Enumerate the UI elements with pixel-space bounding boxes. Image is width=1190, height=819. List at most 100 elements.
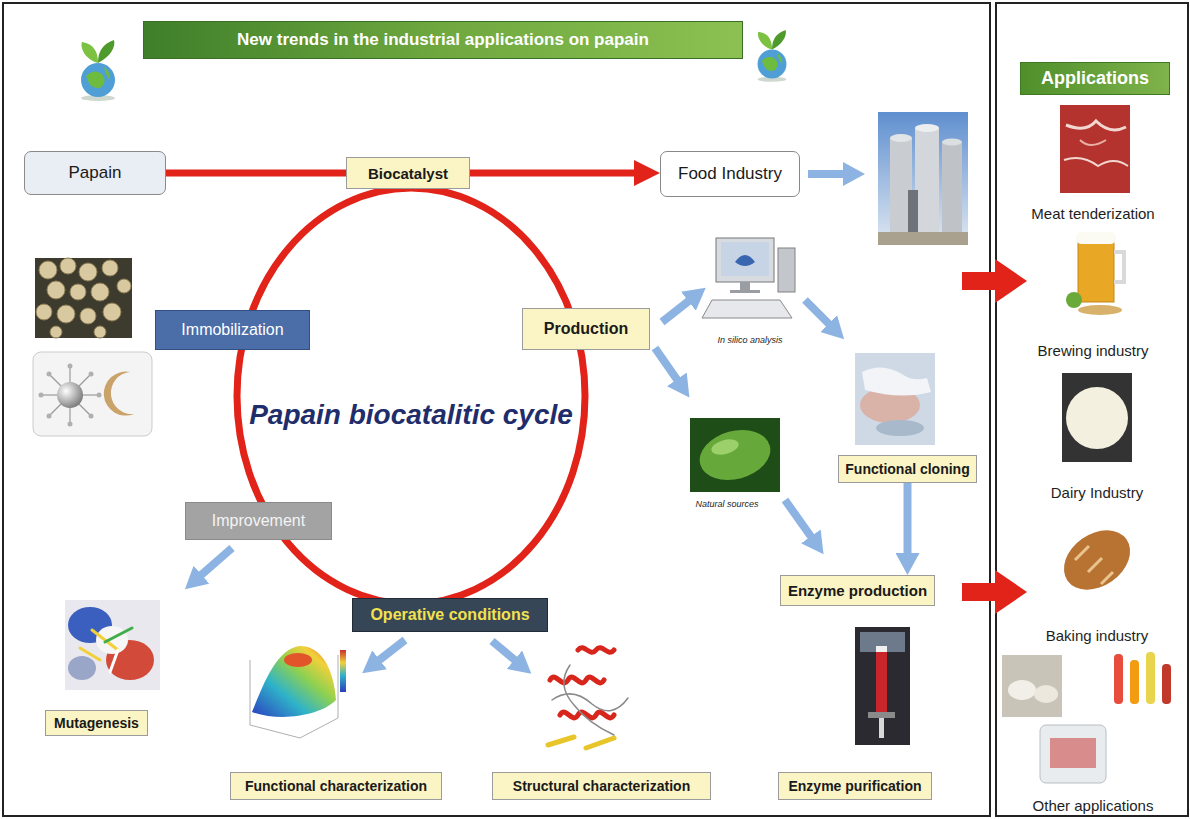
yeast-micrograph-part xyxy=(103,303,121,321)
purification-photo-part xyxy=(876,646,887,652)
nanoparticle-icon-part xyxy=(39,364,102,427)
box-label: Improvement xyxy=(212,512,305,530)
meat-photo-part xyxy=(1064,158,1128,166)
yeast-micrograph-part xyxy=(79,263,97,281)
nanoparticle-icon-part xyxy=(89,414,94,419)
protein-structure-part xyxy=(586,738,614,748)
nanoparticle-icon-part xyxy=(89,372,94,377)
beer-photo-part xyxy=(1078,305,1122,315)
panel-frame-part xyxy=(3,3,990,816)
cycle-circle: Papain biocatalitic cycle xyxy=(233,184,589,608)
box-label: Mutagenesis xyxy=(54,715,139,731)
other-applications-photos xyxy=(1002,652,1171,783)
cycle-title: Papain biocatalitic cycle xyxy=(246,397,576,432)
meat-photo xyxy=(1060,105,1130,193)
box-label: Structural characterization xyxy=(513,778,690,794)
response-surface-plot xyxy=(250,646,346,738)
other-applications-photos-part xyxy=(1162,664,1171,704)
mutagenesis-model-part xyxy=(110,650,118,672)
nanoparticle-icon-part xyxy=(97,393,102,398)
eco-globe-icon-part xyxy=(86,71,105,88)
yeast-micrograph-part xyxy=(36,304,52,320)
nanoparticle-icon-part xyxy=(68,422,73,427)
image-caption: In silico analysis xyxy=(717,335,782,345)
box-label: Production xyxy=(544,320,628,338)
yeast-micrograph-part xyxy=(57,305,75,323)
eco-globe-icon-part xyxy=(82,42,98,63)
protein-structure-part xyxy=(578,648,614,653)
response-surface-plot-part xyxy=(250,718,338,738)
nanoparticle-icon xyxy=(33,352,152,436)
beer-photo-part xyxy=(1066,292,1082,308)
response-surface-plot-part xyxy=(250,660,251,725)
computer-icon xyxy=(702,238,795,318)
nanoparticle-icon-part xyxy=(68,364,73,369)
eco-globe-icon-part xyxy=(762,57,778,71)
purification-photo xyxy=(855,627,910,745)
stage-box: Immobilization xyxy=(155,310,310,350)
yeast-micrograph-part xyxy=(39,261,57,279)
box-label: Applications xyxy=(1041,68,1149,89)
mutagenesis-model-part xyxy=(65,600,160,690)
box-label: Papain xyxy=(69,163,122,183)
eco-globe-icon-part xyxy=(81,63,115,97)
yeast-micrograph-part xyxy=(35,258,132,338)
yeast-micrograph xyxy=(35,258,132,338)
other-applications-photos-part xyxy=(1130,660,1139,704)
protein-structure-part xyxy=(564,665,614,735)
computer-icon-part xyxy=(716,238,774,282)
other-applications-photos-part xyxy=(1050,738,1096,768)
yeast-micrograph-part xyxy=(80,308,96,324)
process-box: Enzyme purification xyxy=(778,772,932,800)
box-label: Enzyme production xyxy=(788,582,927,599)
process-box: Enzyme production xyxy=(780,575,935,606)
box-label: Food Industry xyxy=(678,164,782,184)
factory-photo-part xyxy=(878,232,968,245)
cloning-photo-part xyxy=(862,367,931,395)
papaya-photo-part xyxy=(710,437,741,458)
yeast-micrograph-part xyxy=(50,326,62,338)
other-applications-photos-part xyxy=(1114,654,1123,704)
red-flow-arrow-part xyxy=(962,259,1027,303)
stage-box: Operative conditions xyxy=(352,598,548,632)
mutagenesis-model-part xyxy=(80,648,100,660)
papaya-photo-part xyxy=(694,423,776,488)
purification-photo-part xyxy=(879,718,884,738)
yeast-micrograph-part xyxy=(102,260,118,276)
purification-photo-part xyxy=(860,632,905,652)
nanoparticle-icon-part xyxy=(57,382,83,408)
stage-box: Production xyxy=(522,308,650,350)
blue-arrow-part xyxy=(805,300,830,325)
input-box: Papain xyxy=(24,151,166,195)
blue-arrow-part xyxy=(808,170,845,178)
factory-photo-part xyxy=(915,128,939,235)
cloning-photo xyxy=(855,353,935,445)
eco-globe-icon xyxy=(758,30,787,82)
purification-photo-part xyxy=(876,650,887,712)
panel-heading-band: Applications xyxy=(1020,62,1170,95)
mutagenesis-model-part xyxy=(80,628,132,672)
eco-globe-icon-part xyxy=(777,53,782,64)
protein-structure-part xyxy=(560,712,614,718)
protein-structure-part xyxy=(552,694,628,711)
factory-photo-part xyxy=(908,190,918,235)
application-label: Meat tenderization xyxy=(1031,205,1154,222)
yeast-micrograph-part xyxy=(47,281,65,299)
box-label: Biocatalyst xyxy=(368,165,448,182)
response-surface-plot-part xyxy=(284,653,312,667)
protein-structure xyxy=(548,648,628,748)
process-box: Structural characterization xyxy=(492,772,711,800)
purification-photo-part xyxy=(868,712,895,718)
blue-arrow-part xyxy=(655,348,678,381)
yeast-micrograph-part xyxy=(117,279,131,293)
bread-photo-part xyxy=(1075,546,1113,584)
application-label: Baking industry xyxy=(1046,627,1149,644)
factory-photo-part xyxy=(942,142,962,235)
box-label: Functional cloning xyxy=(845,461,969,477)
sector-box: Food Industry xyxy=(660,151,800,197)
dairy-photo xyxy=(1062,373,1132,462)
title-band: New trends in the industrial application… xyxy=(143,21,743,59)
papaya-photo xyxy=(690,418,780,492)
